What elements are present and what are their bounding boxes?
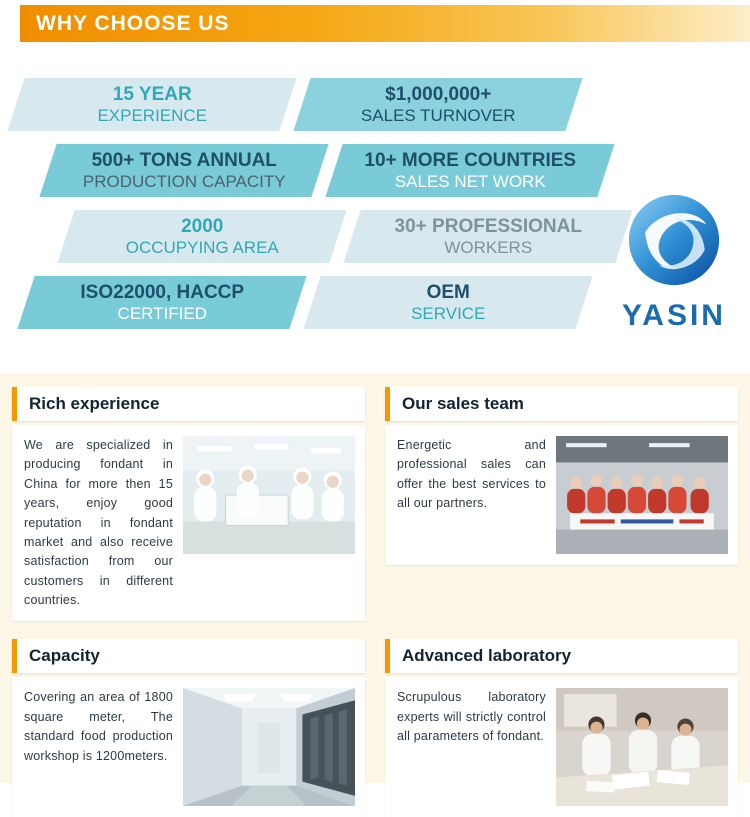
- yasin-logo-mark: [628, 194, 720, 286]
- card-body: Energetic and professional sales can off…: [385, 425, 738, 565]
- section-header-banner: WHY CHOOSE US: [20, 5, 750, 42]
- card-our-sales-team: Our sales team Energetic and professiona…: [385, 387, 738, 621]
- feature-text: ISO22000, HACCP CERTIFIED: [6, 281, 319, 325]
- card-title: Advanced laboratory: [402, 646, 572, 666]
- card-text: Covering an area of 1800 square meter, T…: [24, 690, 173, 763]
- feature-text: 10+ MORE COUNTRIES SALES NET WORK: [314, 149, 627, 193]
- feature-15-year-experience: 15 YEAR EXPERIENCE: [7, 78, 297, 131]
- feature-line1: $1,000,000+: [384, 83, 492, 105]
- feature-line1: 500+ TONS ANNUAL: [91, 149, 277, 171]
- feature-line2: EXPERIENCE: [97, 105, 207, 125]
- feature-text: 500+ TONS ANNUAL PRODUCTION CAPACITY: [28, 149, 341, 193]
- feature-professional-workers: 30+ PROFESSIONAL WORKERS: [343, 210, 633, 263]
- feature-countries-network: 10+ MORE COUNTRIES SALES NET WORK: [325, 144, 615, 197]
- feature-sales-turnover: $1,000,000+ SALES TURNOVER: [293, 78, 583, 131]
- feature-line2: SALES NET WORK: [394, 171, 546, 191]
- card-capacity: Capacity Covering an area of 1800 square…: [12, 639, 365, 817]
- page-title: WHY CHOOSE US: [36, 11, 230, 35]
- feature-occupying-area: 2000 OCCUPYING AREA: [57, 210, 347, 263]
- cards-grid: Rich experience We are specialized in pr…: [12, 387, 738, 817]
- factory-workers-photo: [183, 436, 355, 554]
- feature-text: 30+ PROFESSIONAL WORKERS: [332, 215, 645, 259]
- feature-line2: PRODUCTION CAPACITY: [82, 171, 286, 191]
- info-cards-section: Rich experience We are specialized in pr…: [0, 373, 750, 817]
- feature-line1: ISO22000, HACCP: [80, 281, 244, 303]
- sales-team-photo: [556, 436, 728, 554]
- feature-line2: SALES TURNOVER: [360, 105, 516, 125]
- card-header: Advanced laboratory: [385, 639, 738, 674]
- card-body: We are specialized in producing fondant …: [12, 425, 365, 622]
- feature-production-capacity: 500+ TONS ANNUAL PRODUCTION CAPACITY: [39, 144, 329, 197]
- workshop-corridor-photo: [183, 688, 355, 807]
- laboratory-illustration: [556, 688, 728, 807]
- card-rich-experience: Rich experience We are specialized in pr…: [12, 387, 365, 622]
- feature-line2: OCCUPYING AREA: [125, 237, 279, 257]
- feature-line1: 2000: [180, 215, 224, 237]
- feature-line1: 15 YEAR: [112, 83, 192, 105]
- feature-iso-haccp-certified: ISO22000, HACCP CERTIFIED: [17, 276, 307, 329]
- feature-line1: OEM: [426, 281, 470, 303]
- factory-workers-illustration: [183, 436, 355, 554]
- features-section: 15 YEAR EXPERIENCE $1,000,000+ SALES TUR…: [0, 42, 750, 373]
- card-text: Energetic and professional sales can off…: [397, 438, 546, 511]
- card-header: Our sales team: [385, 387, 738, 421]
- feature-text: 2000 OCCUPYING AREA: [46, 215, 359, 259]
- feature-line2: WORKERS: [444, 237, 532, 257]
- workshop-corridor-illustration: [183, 688, 355, 807]
- feature-row-1: 15 YEAR EXPERIENCE $1,000,000+ SALES TUR…: [7, 78, 750, 131]
- card-title: Our sales team: [402, 394, 524, 413]
- feature-oem-service: OEM SERVICE: [303, 276, 593, 329]
- feature-text: OEM SERVICE: [292, 281, 605, 325]
- laboratory-photo: [556, 688, 728, 807]
- feature-text: 15 YEAR EXPERIENCE: [0, 83, 308, 127]
- card-advanced-laboratory: Advanced laboratory Scrupulous laborator…: [385, 639, 738, 817]
- card-title: Capacity: [29, 646, 100, 666]
- card-header: Rich experience: [12, 387, 365, 421]
- feature-line2: SERVICE: [410, 303, 486, 323]
- feature-line1: 30+ PROFESSIONAL: [394, 215, 582, 237]
- feature-row-2: 500+ TONS ANNUAL PRODUCTION CAPACITY 10+…: [39, 144, 750, 197]
- card-header: Capacity: [12, 639, 365, 674]
- feature-line1: 10+ MORE COUNTRIES: [364, 149, 576, 171]
- yasin-logo-text: YASIN: [622, 299, 726, 332]
- card-title: Rich experience: [29, 394, 160, 413]
- sales-team-illustration: [556, 436, 728, 554]
- card-body: Scrupulous laboratory experts will stric…: [385, 677, 738, 817]
- card-text: Scrupulous laboratory experts will stric…: [397, 690, 546, 744]
- card-body: Covering an area of 1800 square meter, T…: [12, 677, 365, 817]
- feature-line2: CERTIFIED: [117, 303, 207, 323]
- yasin-logo: YASIN: [608, 192, 740, 333]
- feature-text: $1,000,000+ SALES TURNOVER: [282, 83, 595, 127]
- card-text: We are specialized in producing fondant …: [24, 438, 173, 607]
